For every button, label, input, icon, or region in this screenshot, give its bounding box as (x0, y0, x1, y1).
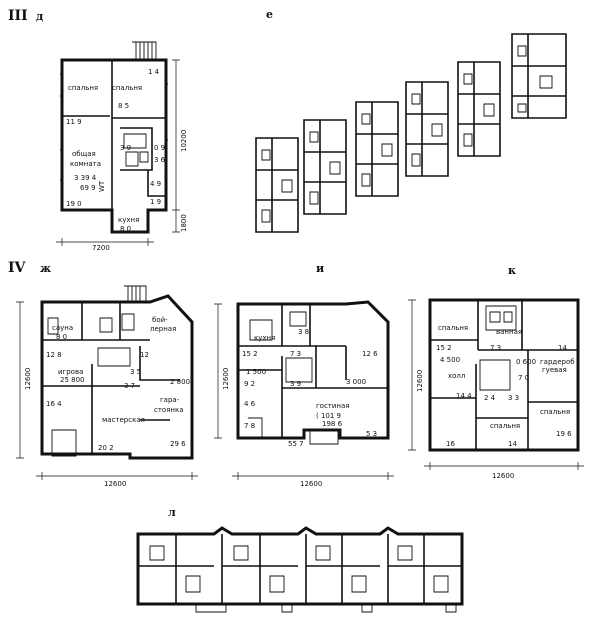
plan-d-area-0-9: 0 9 (154, 144, 165, 152)
plan-d-kitchen: кухня (118, 216, 139, 224)
plan-zh-area-3-5: 3 5 (130, 368, 141, 376)
plan-i-area-55-7: 55 7 (288, 440, 304, 448)
plan-i-area-198-6: 198 6 (322, 420, 343, 428)
plan-d-area-1-9: 1 9 (150, 198, 161, 206)
plan-zh-sauna: сауна (52, 324, 73, 332)
plan-k-area-14-4: 14 4 (456, 392, 472, 400)
plan-l (136, 526, 464, 613)
section-roman-3: III (8, 8, 28, 24)
plan-d-common-room-1: общая (72, 150, 96, 158)
plan-d-area-3-6: 3 6 (154, 156, 166, 164)
plan-k-area-19-6: 19 6 (556, 430, 572, 438)
plan-d-area-11-9: 11 9 (66, 118, 82, 126)
plan-k-area-2-4: 2 4 (484, 394, 496, 402)
plan-i-kitchen: кухня (254, 334, 275, 342)
plan-k-area-7-3: 7 3 (490, 344, 501, 352)
plan-k-area-15-2: 15 2 (436, 344, 452, 352)
plan-i-dim-height: 12600 (222, 368, 230, 390)
plan-k-bath: ванная (496, 328, 522, 336)
plan-i-area-15-2: 15 2 (242, 350, 258, 358)
plan-d: спальня спальня 1 4 8 5 11 9 общая комна… (56, 41, 188, 252)
plan-d-dim-width: 7200 (92, 244, 110, 252)
plan-zh-area-12: 12 (140, 351, 149, 359)
plan-i-living: гостиная (316, 402, 350, 410)
plan-k-bedroom-bottom-center: спальня (490, 422, 520, 430)
plan-k-hall: холл (448, 372, 465, 380)
plan-d-bedroom-right: спальня (112, 84, 142, 92)
plan-i-area-101-9: ( 101 9 (316, 412, 341, 420)
plan-k-dressing-1: гардероб (540, 358, 575, 366)
plan-zh-area-12-8: 12 8 (46, 351, 62, 359)
plan-d-common-room-2: комната (70, 160, 101, 168)
plan-d-area-1-4: 1 4 (148, 68, 160, 76)
plan-i-area-7-3: 7 3 (290, 350, 301, 358)
plan-k-area-14-top: 14 (558, 344, 567, 352)
plan-d-dim-height: 10200 (180, 130, 188, 152)
plan-d-bedroom-left: спальня (68, 84, 98, 92)
plan-k-area-0-600: 0 600 (516, 358, 536, 366)
plan-d-dim-depth: 1800 (180, 214, 188, 232)
plan-letter-i: и (316, 262, 324, 275)
plan-d-area-8-0: 8 0 (120, 225, 131, 233)
plan-i-area-3-000: 3 000 (346, 378, 366, 386)
plan-k-area-3-3: 3 3 (508, 394, 519, 402)
plan-i-area-4-6: 4 6 (244, 400, 256, 408)
plan-zh-area-25-800: 25 800 (60, 376, 85, 384)
plan-i-area-3-8: 3 8 (298, 328, 309, 336)
plan-i-dim-width: 12600 (300, 480, 322, 488)
plan-k-area-7-0: 7 0 (518, 374, 529, 382)
plan-d-area-39-4: 3 39 4 (74, 174, 97, 182)
plan-i-area-12-6: 12 6 (362, 350, 378, 358)
plan-letter-d: д (36, 10, 43, 23)
plan-zh-area-8-0: 8 0 (56, 333, 67, 341)
plan-d-area-3-9: 3 9 (120, 144, 131, 152)
plan-i: кухня 3 8 15 2 7 3 12 6 1 500 3 000 9 2 … (214, 300, 394, 488)
plan-zh-workshop: мастерская (102, 416, 145, 424)
plan-zh-area-16-4: 16 4 (46, 400, 62, 408)
plan-d-area-8-5: 8 5 (118, 102, 129, 110)
plan-d-wc: WT (98, 180, 106, 192)
plan-zh-boiler-2: лерная (150, 325, 176, 333)
plan-zh-area-2-800: 2 800 (170, 378, 190, 386)
plan-zh-boiler-1: бой- (152, 316, 168, 324)
plan-k-area-16: 16 (446, 440, 455, 448)
plan-zh-dim-width: 12600 (104, 480, 126, 488)
plan-k-dressing-2: гуевая (542, 366, 567, 374)
plan-i-area-1-500: 1 500 (246, 368, 266, 376)
plan-letter-e: е (266, 8, 273, 21)
plan-k-area-4-500: 4 500 (440, 356, 460, 364)
plan-letter-l: л (168, 506, 176, 519)
plan-k-bedroom-top-left: спальня (438, 324, 468, 332)
plan-i-area-7-8: 7 8 (244, 422, 255, 430)
plan-i-area-5-3: 5 3 (366, 430, 377, 438)
plan-k-dim-height: 12600 (416, 370, 424, 392)
plan-i-area-9-2: 9 2 (244, 380, 255, 388)
plan-zh-dim-height: 12600 (24, 368, 32, 390)
plan-zh-playroom: игрова (58, 368, 83, 376)
plan-d-area-4-9: 4 9 (150, 180, 161, 188)
plan-k-area-14: 14 (508, 440, 517, 448)
plan-i-area-3-9: 3 9 (290, 380, 301, 388)
plan-letter-zh: ж (40, 262, 51, 275)
plan-zh-garage-1: гара- (160, 396, 180, 404)
plan-zh: сауна 8 0 бой- лерная 12 8 12 игрова 25 … (16, 285, 198, 488)
plan-zh-area-20-2: 20 2 (98, 444, 114, 452)
plan-k: спальня ванная 15 2 7 3 14 4 500 0 600 г… (408, 298, 584, 480)
plan-zh-area-29-6: 29 6 (170, 440, 186, 448)
plan-e (255, 33, 567, 233)
plan-d-area-19-0: 19 0 (66, 200, 82, 208)
plan-letter-k: к (508, 264, 516, 277)
section-roman-4: IV (8, 260, 27, 276)
plan-k-dim-width: 12600 (492, 472, 514, 480)
plan-zh-garage-2: стоянка (154, 406, 184, 414)
plan-d-area-69-9: 69 9 (80, 184, 96, 192)
plan-zh-area-3-7: 3 7 (124, 382, 135, 390)
plan-k-bedroom-bottom-right: спальня (540, 408, 570, 416)
